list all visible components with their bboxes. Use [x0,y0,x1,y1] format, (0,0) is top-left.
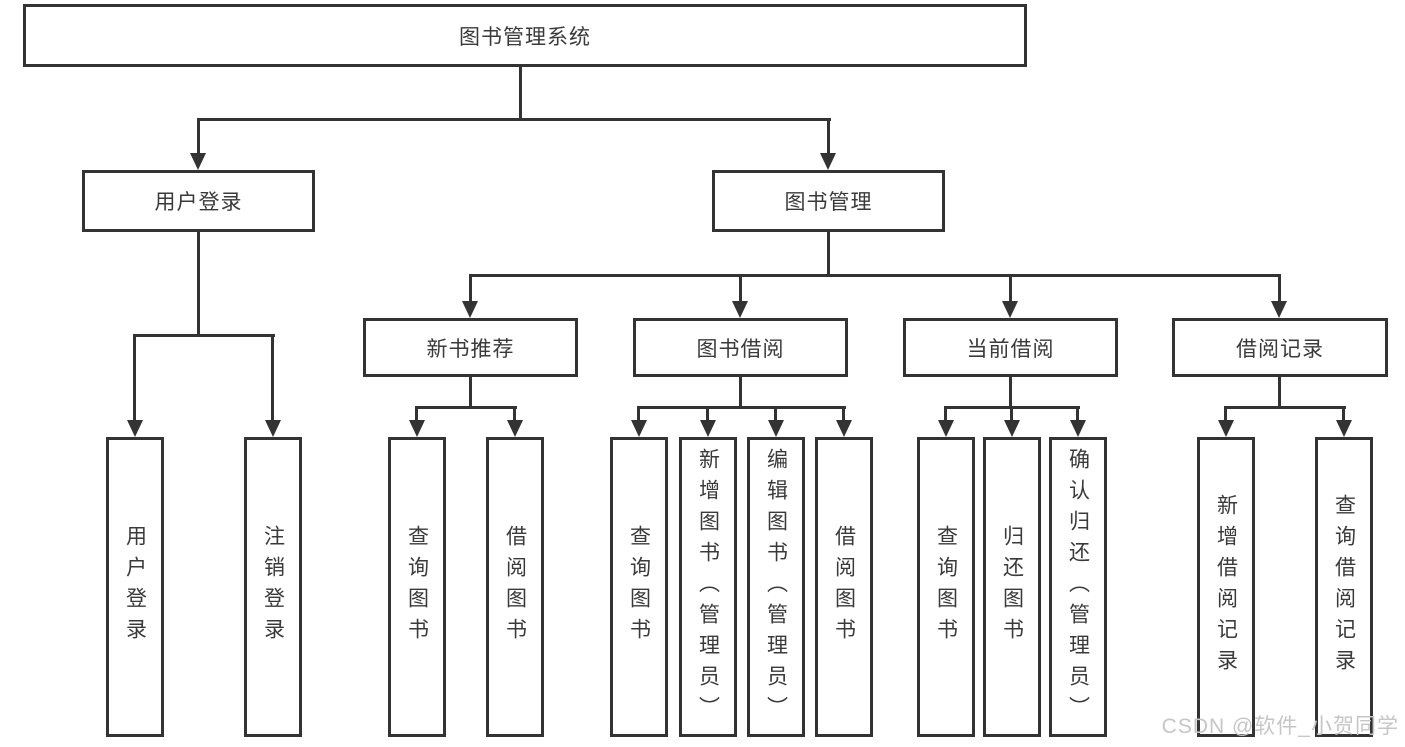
connector-root-trunk [519,67,522,120]
connector-current-borrow-split [944,406,1080,409]
arrow-down-icon-bb-query-books [631,420,647,437]
connector-stub-leaf-user-login [133,337,136,421]
node-new-book-rec-label: 新书推荐 [426,337,515,361]
connector-book-mgmt-trunk [827,232,830,276]
arrow-down-icon-rec-borrow-books [507,420,523,437]
leaf-rec-borrow-books-label: 借阅图书 [503,525,527,649]
arrow-down-icon-bb-borrow-books [836,420,852,437]
connector-root-stub-book-mgmt [827,121,830,155]
connector-stub-bb-query-books [637,409,640,421]
arrow-down-icon-rec-query-books [409,420,425,437]
leaf-bb-edit-books-admin: 编辑图书（管理员） [747,437,805,737]
arrow-down-icon-current-borrow [1002,301,1018,318]
arrow-down-icon-new-book-rec [462,301,478,318]
connector-stub-br-query-record [1342,409,1345,421]
leaf-bb-edit-books-admin-label: 编辑图书（管理员） [764,447,788,727]
leaf-cb-query-books-label: 查询图书 [934,525,958,649]
leaf-br-add-record: 新增借阅记录 [1197,437,1255,737]
connector-book-borrow-trunk [739,377,742,408]
connector-user-login-trunk [197,232,200,334]
leaf-bb-add-books-admin-label: 新增图书（管理员） [696,447,720,727]
node-book-mgmt: 图书管理 [712,170,945,232]
leaf-bb-borrow-books: 借阅图书 [815,437,873,737]
leaf-cb-return-books-label: 归还图书 [1000,525,1024,649]
node-borrow-records-label: 借阅记录 [1236,337,1324,361]
leaf-bb-query-books-label: 查询图书 [627,525,651,649]
arrow-down-icon-cb-query-books [938,420,954,437]
leaf-bb-borrow-books-label: 借阅图书 [832,525,856,649]
connector-stub-rec-borrow-books [513,409,516,421]
leaf-user-login-label: 用户登录 [123,525,147,649]
arrow-down-icon-leaf-logout [265,420,281,437]
connector-root-stub-user-login [197,121,200,155]
connector-stub-bb-borrow-books [842,409,845,421]
leaf-user-login: 用户登录 [106,437,164,737]
connector-borrow-records-trunk [1278,377,1281,408]
connector-new-book-rec-trunk [469,377,472,408]
node-book-borrow-label: 图书借阅 [696,337,785,361]
connector-stub-book-borrow [739,277,742,302]
leaf-rec-query-books: 查询图书 [388,437,446,737]
arrow-down-icon-cb-confirm-return [1070,420,1086,437]
connector-stub-borrow-records [1278,277,1281,302]
arrow-down-icon-br-query-record [1336,420,1352,437]
connector-book-mgmt-split [469,274,1281,277]
leaf-cb-confirm-return-admin: 确认归还（管理员） [1049,437,1107,737]
node-root-label: 图书管理系统 [459,25,591,49]
connector-book-borrow-split [637,406,846,409]
leaf-rec-borrow-books: 借阅图书 [486,437,544,737]
arrow-down-icon-br-add-record [1218,420,1234,437]
node-user-login: 用户登录 [82,170,315,232]
arrow-down-icon-leaf-user-login [127,420,143,437]
node-borrow-records: 借阅记录 [1172,318,1388,377]
connector-user-login-split [133,334,275,337]
node-user-login-label: 用户登录 [154,191,243,214]
leaf-br-add-record-label: 新增借阅记录 [1214,494,1238,680]
node-current-borrow: 当前借阅 [903,318,1118,377]
connector-root-split [197,118,831,121]
leaf-logout-label: 注销登录 [261,525,285,649]
connector-stub-rec-query-books [415,409,418,421]
node-root: 图书管理系统 [23,4,1027,67]
leaf-rec-query-books-label: 查询图书 [405,525,429,649]
node-current-borrow-label: 当前借阅 [966,337,1055,361]
node-book-mgmt-label: 图书管理 [784,191,873,214]
arrow-down-icon-book-borrow [732,301,748,318]
connector-new-book-rec-split [415,406,517,409]
connector-stub-cb-confirm-return [1076,409,1079,421]
csdn-watermark: CSDN @软件_小贺同学 [1161,715,1399,738]
leaf-br-query-record-label: 查询借阅记录 [1332,494,1356,680]
leaf-cb-query-books: 查询图书 [917,437,975,737]
leaf-cb-return-books: 归还图书 [983,437,1041,737]
node-book-borrow: 图书借阅 [633,318,848,377]
connector-stub-bb-edit-books [774,409,777,421]
arrow-down-icon-book-mgmt [820,153,836,170]
arrow-down-icon-borrow-records [1271,301,1287,318]
connector-stub-bb-add-books [706,409,709,421]
connector-stub-br-add-record [1224,409,1227,421]
connector-stub-cb-return-books [1010,409,1013,421]
arrow-down-icon-user-login [190,153,206,170]
arrow-down-icon-bb-add-books [700,420,716,437]
leaf-cb-confirm-return-admin-label: 确认归还（管理员） [1066,447,1090,727]
leaf-bb-query-books: 查询图书 [610,437,668,737]
connector-current-borrow-trunk [1009,377,1012,408]
leaf-br-query-record: 查询借阅记录 [1315,437,1373,737]
arrow-down-icon-cb-return-books [1004,420,1020,437]
node-new-book-rec: 新书推荐 [363,318,578,377]
connector-stub-cb-query-books [944,409,947,421]
leaf-logout: 注销登录 [244,437,302,737]
arrow-down-icon-bb-edit-books [768,420,784,437]
connector-stub-leaf-logout [271,337,274,421]
connector-stub-current-borrow [1009,277,1012,302]
connector-borrow-records-split [1224,406,1346,409]
connector-stub-new-book-rec [469,277,472,302]
leaf-bb-add-books-admin: 新增图书（管理员） [679,437,737,737]
